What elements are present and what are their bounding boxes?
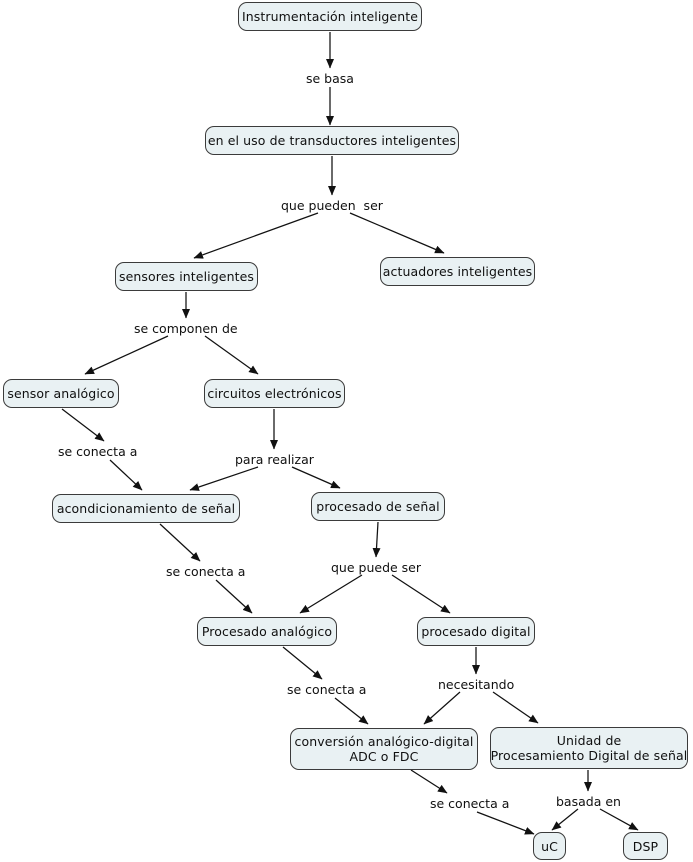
edge-e-secomponen-sensoranalogico [84, 335, 169, 375]
node-label-sensores: sensores inteligentes [118, 269, 254, 284]
node-label-procesado-senal: procesado de señal [316, 499, 440, 514]
node-sensor-analogico[interactable]: sensor analógico [3, 379, 119, 408]
node-label-dsp: DSP [632, 838, 659, 854]
node-label-sensor-analogico: sensor analógico [7, 386, 115, 401]
edge-label-se-conecta-a-1: se conecta a [58, 444, 138, 459]
edge-label-se-conecta-a-2: se conecta a [166, 564, 246, 579]
edge-e-basadaen-dsp [599, 808, 639, 831]
edge-e-conversion-seconecta4 [410, 769, 448, 794]
edge-e-necesitando-unidad [492, 691, 539, 724]
edge-label-para-realizar: para realizar [235, 452, 314, 467]
node-dsp[interactable]: DSP [623, 832, 668, 860]
node-circuitos[interactable]: circuitos electrónicos [204, 379, 345, 408]
edge-e-seconecta3-conversion [334, 697, 369, 725]
node-uso-transductores[interactable]: en el uso de transductores inteligentes [205, 126, 459, 155]
node-actuadores[interactable]: actuadores inteligentes [380, 257, 535, 286]
node-label-procesado-analogico: Procesado analógico [201, 624, 333, 639]
node-label-procesado-digital: procesado digital [421, 624, 531, 639]
edge-label-que-pueden-ser: que pueden ser [281, 198, 383, 213]
node-uc[interactable]: uC [533, 832, 566, 860]
node-label-instrumentacion: Instrumentación inteligente [241, 9, 419, 24]
edge-e-quepuedeser-procesadoanalogico [299, 574, 363, 614]
node-procesado-analogico[interactable]: Procesado analógico [197, 617, 337, 646]
edge-e-quepueden-sensores [193, 212, 319, 259]
node-label-conversion-adc: conversión analógico-digital ADC o FDC [294, 734, 474, 764]
edge-label-necesitando: necesitando [438, 677, 515, 692]
node-label-actuadores: actuadores inteligentes [382, 264, 533, 279]
edge-label-que-puede-ser: que puede ser [331, 560, 422, 575]
node-label-unidad-dsp: Unidad de Procesamiento Digital de señal [490, 733, 688, 763]
node-unidad-dsp[interactable]: Unidad de Procesamiento Digital de señal [490, 727, 688, 769]
edge-e-seconecta2-procesadoanalogico [215, 579, 253, 614]
node-label-uc: uC [541, 838, 558, 854]
edge-e-pararealizar-procesadosenal [291, 466, 341, 489]
node-procesado-digital[interactable]: procesado digital [417, 617, 535, 646]
node-label-acondicionamiento: acondicionamiento de señal [56, 501, 236, 516]
node-sensores[interactable]: sensores inteligentes [115, 262, 258, 291]
node-acondicionamiento[interactable]: acondicionamiento de señal [52, 494, 240, 523]
node-instrumentacion[interactable]: Instrumentación inteligente [238, 2, 422, 31]
edge-e-sensoranalogico-seconecta1 [61, 408, 105, 442]
edge-e-quepueden-actuadores [349, 212, 445, 254]
node-procesado-senal[interactable]: procesado de señal [311, 492, 445, 521]
edge-e-procesadoanalogico-seconecta3 [282, 646, 323, 680]
edge-e-basadaen-uc [551, 808, 579, 831]
edge-label-basada-en: basada en [556, 794, 621, 809]
edge-e-procesadosenal-quepuedeser [372, 521, 381, 558]
node-label-uso-transductores: en el uso de transductores inteligentes [207, 133, 457, 148]
edge-e-seconecta1-acondicionamiento [109, 459, 143, 491]
edge-e-necesitando-conversion [423, 691, 461, 725]
edge-label-se-conecta-a-3: se conecta a [287, 682, 367, 697]
node-conversion-adc[interactable]: conversión analógico-digital ADC o FDC [290, 728, 478, 770]
edge-e-pararealizar-acondicionamiento [189, 466, 259, 491]
edge-e-secomponen-circuitos [204, 335, 259, 375]
edge-label-se-conecta-a-4: se conecta a [430, 796, 510, 811]
edge-label-se-componen-de: se componen de [134, 321, 238, 336]
edge-e-quepuedeser-procesadodigital [391, 574, 451, 614]
edge-e-seconecta4-uc [476, 811, 535, 835]
node-label-circuitos: circuitos electrónicos [207, 386, 342, 401]
edge-e-acondicionamiento-seconecta2 [159, 523, 201, 562]
edge-label-se-basa: se basa [306, 71, 354, 86]
